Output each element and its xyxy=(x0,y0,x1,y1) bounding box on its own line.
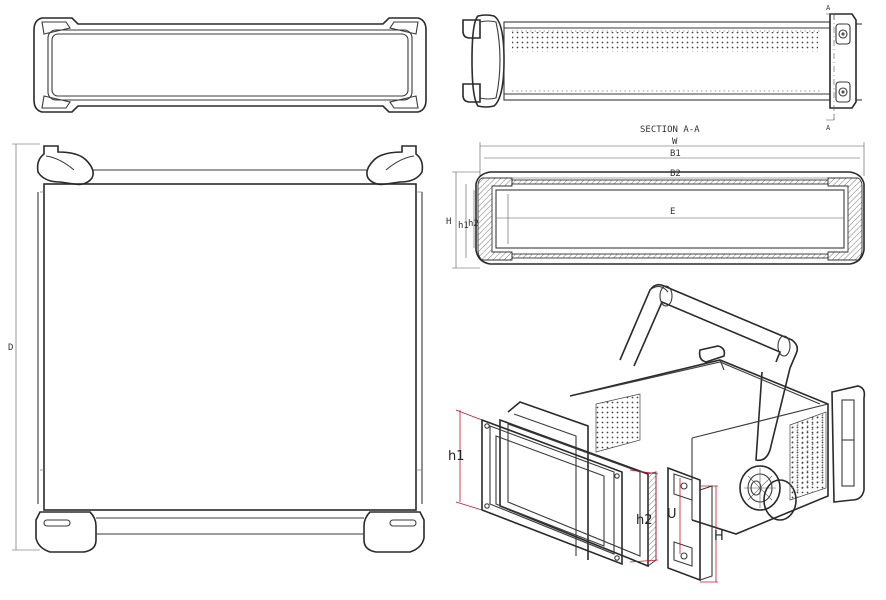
dim-B2-label: B2 xyxy=(670,169,681,179)
front-view xyxy=(33,17,427,113)
section-cut-line: A A xyxy=(826,4,835,132)
dim-D-label: D xyxy=(8,343,13,353)
section-marker-bottom: A xyxy=(826,124,831,132)
dim-W-label: W xyxy=(672,137,678,147)
iso-dim-U: U xyxy=(667,478,681,554)
section-marker-top: A xyxy=(826,4,831,12)
top-view: D xyxy=(8,143,425,553)
dim-B1-label: B1 xyxy=(670,149,681,159)
iso-dim-H-label: H xyxy=(714,529,724,544)
dim-H-label: H xyxy=(446,217,451,227)
side-view: A A xyxy=(462,4,862,132)
vent-dots-bottom xyxy=(512,30,820,92)
iso-dim-h2-label: h2 xyxy=(636,513,653,528)
iso-dim-h2: h2 xyxy=(629,469,659,563)
iso-dim-U-label: U xyxy=(667,507,677,522)
isometric-view: h1 h2 U H xyxy=(448,283,866,583)
dim-h2-label: h2 xyxy=(468,219,479,229)
dim-E-label: E xyxy=(670,207,675,217)
section-title: SECTION A-A xyxy=(640,125,700,135)
iso-dim-H: H xyxy=(700,485,724,583)
iso-dim-h1: h1 xyxy=(448,409,483,511)
iso-dim-h1-label: h1 xyxy=(448,449,465,464)
section-a-a: SECTION A-A W B1 B2 E H h1 h2 xyxy=(446,125,865,269)
dim-h1-label: h1 xyxy=(458,221,469,231)
